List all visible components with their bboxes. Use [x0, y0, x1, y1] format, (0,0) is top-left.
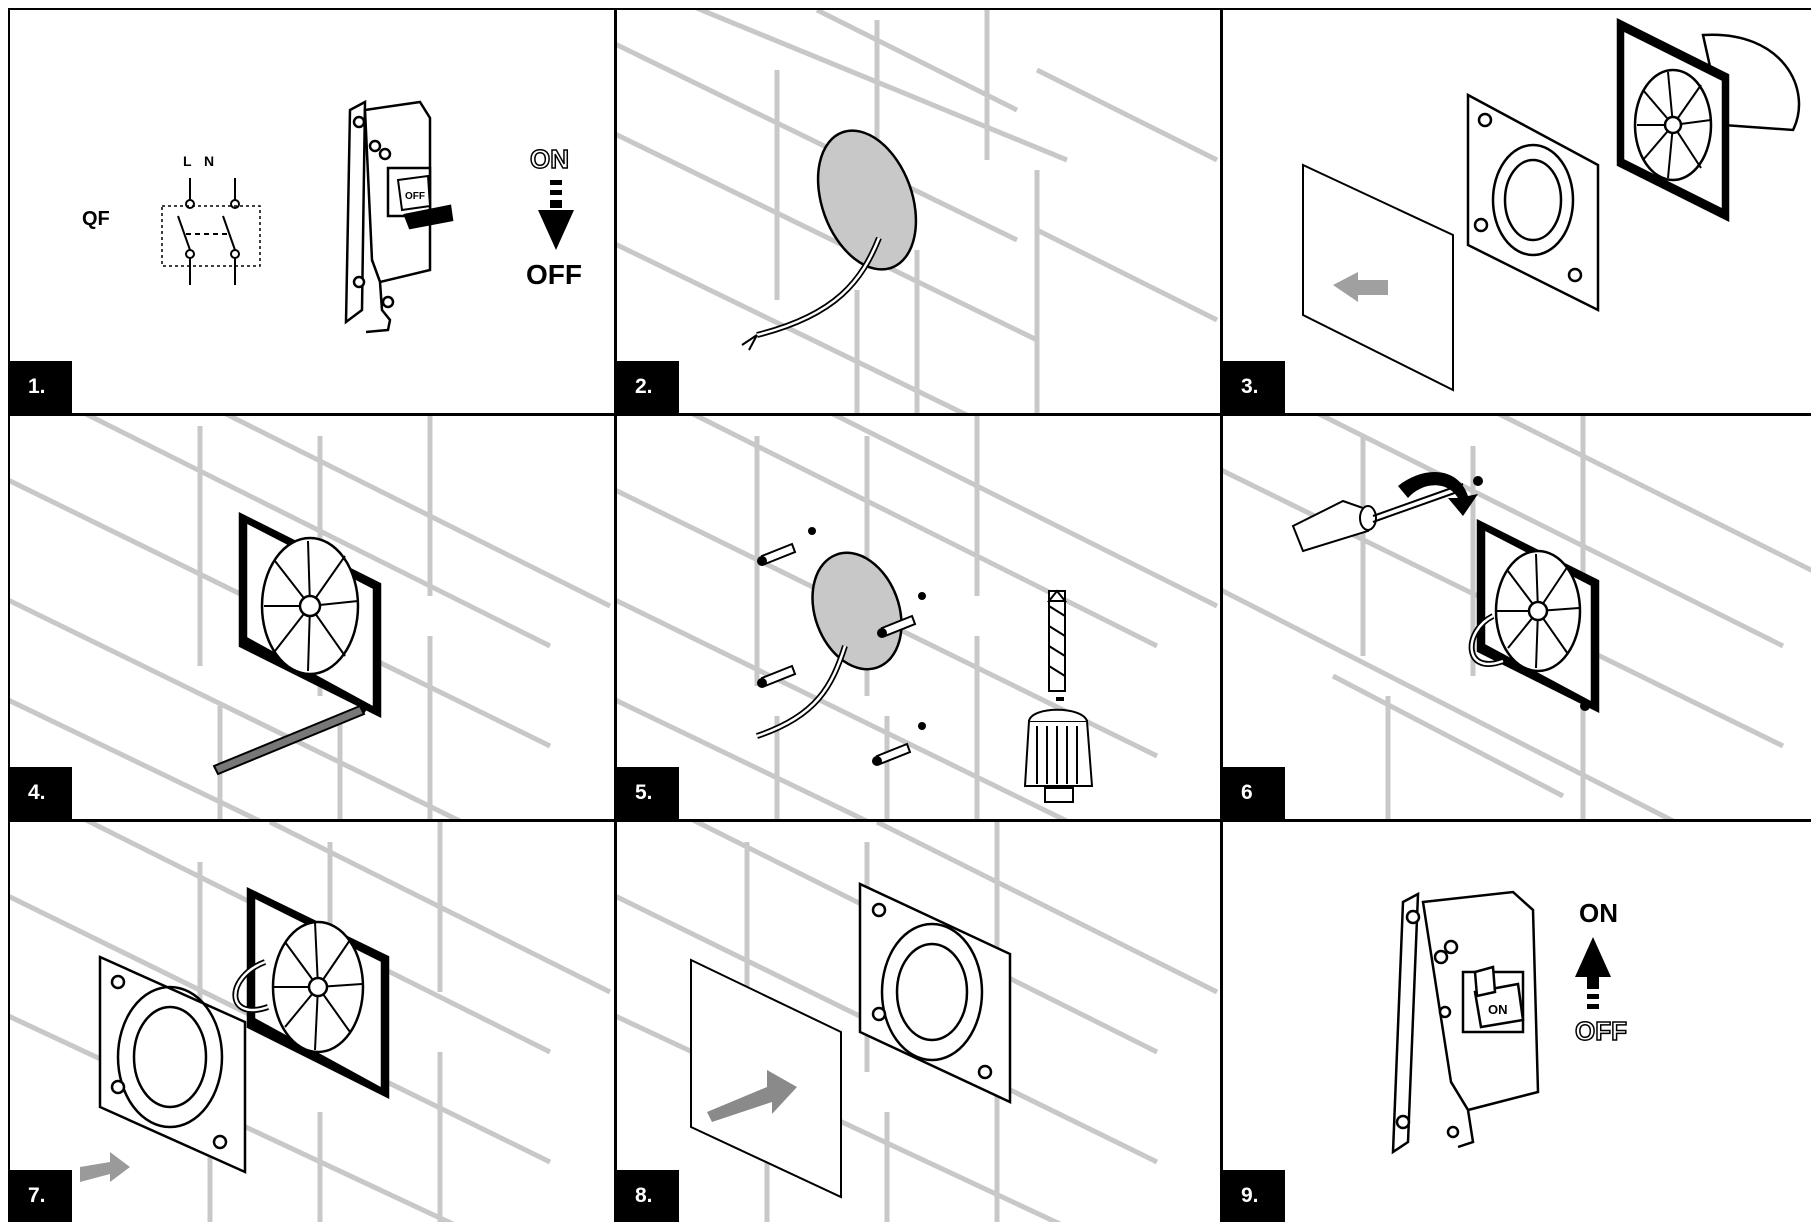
circuit-breaker-device: ON: [1393, 892, 1538, 1152]
step-number-3: 3.: [1223, 361, 1285, 413]
breaker-switch-text: OFF: [405, 191, 425, 202]
step-8-illustration: [617, 822, 1220, 1222]
breaker-code-label: QF: [82, 208, 110, 230]
step-number-5: 5.: [617, 767, 679, 819]
step-number-7: 7.: [10, 1170, 72, 1222]
off-state-label: OFF: [1575, 1016, 1627, 1046]
step-panel-5: 5.: [617, 416, 1220, 819]
breaker-switch-text: ON: [1488, 1002, 1508, 1017]
grid-divider-row-1: [8, 413, 1811, 416]
line-terminal-label: L: [183, 153, 192, 169]
fan-unit: [240, 514, 380, 716]
fascia-panel: [100, 957, 245, 1172]
wall-plug: [758, 544, 795, 565]
brick-wall: [617, 416, 1217, 819]
step-panel-3: 3.: [1223, 10, 1811, 413]
step-panel-8: 8.: [617, 822, 1220, 1222]
fascia-panel: [860, 884, 1010, 1102]
step-number-9: 9.: [1223, 1170, 1285, 1222]
fan-unit: [1478, 521, 1598, 711]
on-state-label: ON: [530, 144, 569, 174]
step-2-illustration: [617, 10, 1220, 413]
grid-border-left: [8, 8, 10, 1222]
off-state-label: OFF: [526, 259, 582, 290]
step-9-illustration: ON ON OFF: [1223, 822, 1811, 1222]
wall-plug: [873, 744, 910, 765]
grid-divider-row-2: [8, 819, 1811, 822]
grid-divider-col-2: [1220, 8, 1223, 1222]
breaker-schematic: [162, 178, 260, 285]
fan-unit: [1618, 20, 1799, 220]
step-panel-9: ON ON OFF 9.: [1223, 822, 1811, 1222]
fascia-panel: [1468, 95, 1598, 310]
step-number-8: 8.: [617, 1170, 679, 1222]
fan-unit: [248, 889, 388, 1097]
front-cover-plate: [1303, 165, 1453, 390]
step-panel-7: 7.: [10, 822, 614, 1222]
step-5-illustration: [617, 416, 1220, 819]
on-state-label: ON: [1579, 898, 1618, 928]
step-number-6: 6: [1223, 767, 1285, 819]
step-number-2: 2.: [617, 361, 679, 413]
step-number-4: 4.: [10, 767, 72, 819]
step-1-illustration: QF L N OFF ON: [10, 10, 614, 413]
step-panel-4: 4.: [10, 416, 614, 819]
neutral-terminal-label: N: [204, 153, 214, 169]
arrow-right-icon: [80, 1152, 130, 1182]
wall-hole: [797, 540, 917, 681]
step-panel-1: QF L N OFF ON: [10, 10, 614, 413]
circuit-breaker-device: OFF: [346, 102, 452, 332]
grid-border-top: [8, 8, 1811, 10]
step-panel-2: 2.: [617, 10, 1220, 413]
step-4-illustration: [10, 416, 614, 819]
step-panel-6: 6: [1223, 416, 1811, 819]
down-arrow-icon: [538, 180, 574, 250]
brick-wall: [617, 10, 1217, 413]
grid-divider-col-1: [614, 8, 617, 1222]
step-7-illustration: [10, 822, 614, 1222]
step-number-1: 1.: [10, 361, 72, 413]
step-3-illustration: [1223, 10, 1811, 413]
step-6-illustration: [1223, 416, 1811, 819]
screwdriver-icon: [1293, 484, 1463, 551]
up-arrow-icon: [1575, 937, 1611, 1009]
